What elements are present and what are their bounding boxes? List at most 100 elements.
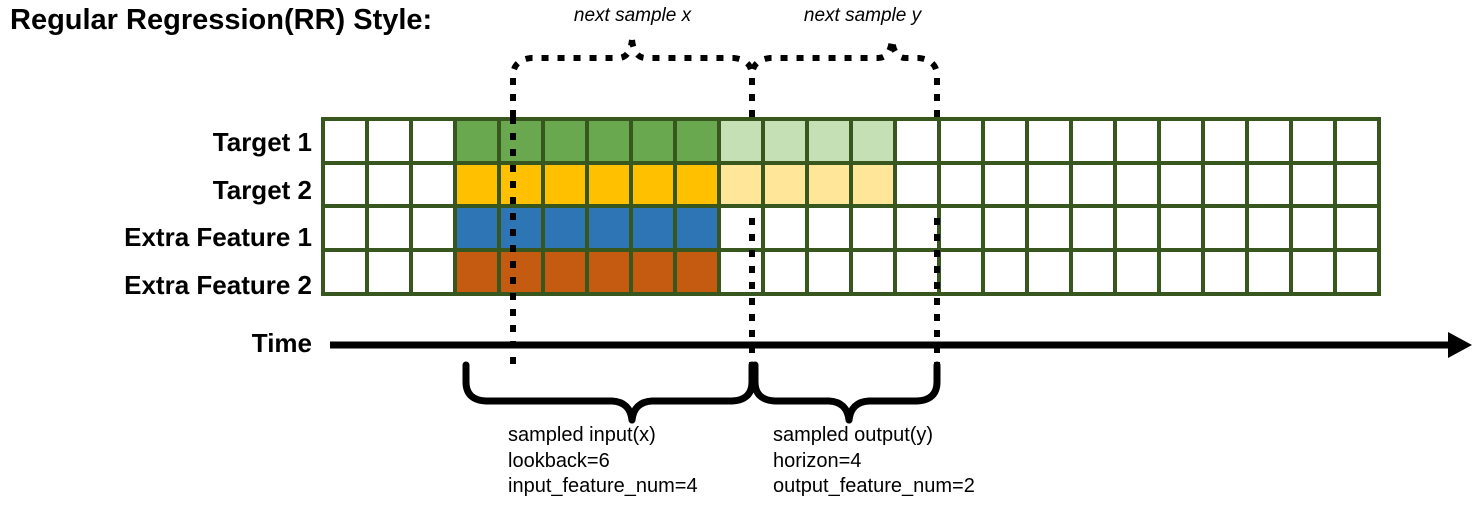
grid-cell-input	[585, 204, 633, 253]
grid-cell-empty	[1157, 204, 1205, 253]
timeline-row-2	[321, 160, 1381, 209]
grid-cell-empty	[1201, 160, 1249, 209]
timeline-row-4	[321, 248, 1381, 296]
grid-cell-empty	[1025, 160, 1073, 209]
timeline-row-3	[321, 204, 1381, 253]
grid-cell-empty	[1201, 204, 1249, 253]
grid-cell-input	[497, 248, 545, 296]
grid-cell-empty	[1069, 160, 1117, 209]
grid-cell-empty	[1157, 248, 1205, 296]
grid-cell-empty	[1025, 204, 1073, 253]
grid-cell-empty	[981, 160, 1029, 209]
sampled-input-caption: sampled input(x) lookback=6 input_featur…	[508, 424, 698, 498]
timeline-grid	[321, 117, 1381, 296]
grid-cell-empty	[321, 117, 369, 165]
dotted-brace-next-sample-x	[510, 39, 755, 117]
grid-cell-input	[453, 160, 501, 209]
grid-cell-input	[541, 160, 589, 209]
grid-cell-empty	[1289, 204, 1337, 253]
grid-cell-empty	[849, 248, 897, 296]
grid-cell-empty	[893, 117, 941, 165]
grid-cell-input	[673, 117, 721, 165]
grid-cell-empty	[365, 117, 413, 165]
grid-cell-empty	[321, 160, 369, 209]
grid-cell-empty	[805, 248, 853, 296]
grid-cell-input	[629, 248, 677, 296]
page-title: Regular Regression(RR) Style:	[10, 4, 433, 36]
grid-cell-empty	[937, 160, 985, 209]
grid-cell-empty	[761, 248, 809, 296]
grid-cell-output	[805, 117, 853, 165]
grid-cell-empty	[1333, 248, 1381, 296]
grid-cell-output	[805, 160, 853, 209]
grid-cell-empty	[1025, 248, 1073, 296]
dotted-brace-next-sample-y	[749, 39, 940, 117]
grid-cell-output	[849, 160, 897, 209]
grid-cell-empty	[1201, 117, 1249, 165]
grid-cell-empty	[409, 248, 457, 296]
grid-cell-empty	[849, 204, 897, 253]
grid-cell-input	[585, 160, 633, 209]
row-label-target-2: Target 2	[212, 175, 312, 205]
grid-cell-empty	[981, 204, 1029, 253]
grid-cell-input	[541, 117, 589, 165]
grid-cell-input	[497, 160, 545, 209]
grid-cell-empty	[1113, 204, 1161, 253]
grid-cell-output	[761, 117, 809, 165]
grid-cell-empty	[321, 248, 369, 296]
grid-cell-empty	[1069, 117, 1117, 165]
grid-cell-input	[497, 117, 545, 165]
grid-cell-empty	[937, 117, 985, 165]
grid-cell-empty	[1069, 248, 1117, 296]
grid-cell-empty	[1245, 160, 1293, 209]
grid-cell-input	[585, 117, 633, 165]
grid-cell-empty	[937, 248, 985, 296]
grid-cell-empty	[409, 204, 457, 253]
grid-cell-empty	[1025, 117, 1073, 165]
grid-cell-empty	[893, 204, 941, 253]
grid-cell-empty	[805, 204, 853, 253]
grid-cell-empty	[1113, 160, 1161, 209]
grid-cell-input	[673, 248, 721, 296]
grid-cell-output	[717, 117, 765, 165]
grid-cell-empty	[1333, 117, 1381, 165]
grid-cell-empty	[761, 204, 809, 253]
grid-cell-output	[761, 160, 809, 209]
grid-cell-empty	[981, 117, 1029, 165]
grid-cell-input	[629, 160, 677, 209]
grid-cell-empty	[937, 204, 985, 253]
grid-cell-empty	[365, 160, 413, 209]
grid-cell-input	[453, 248, 501, 296]
grid-cell-empty	[1157, 117, 1205, 165]
row-label-group: Target 1 Target 2 Extra Feature 1 Extra …	[40, 117, 312, 308]
timeline-row-1	[321, 117, 1381, 165]
grid-cell-empty	[1289, 248, 1337, 296]
grid-cell-output	[849, 117, 897, 165]
grid-cell-empty	[1113, 117, 1161, 165]
grid-cell-input	[673, 204, 721, 253]
grid-cell-input	[541, 248, 589, 296]
grid-cell-empty	[717, 248, 765, 296]
grid-cell-output	[717, 160, 765, 209]
grid-cell-input	[497, 204, 545, 253]
grid-cell-input	[453, 117, 501, 165]
grid-cell-empty	[1333, 160, 1381, 209]
label-next-sample-x: next sample x	[573, 5, 692, 26]
grid-cell-input	[629, 117, 677, 165]
grid-cell-empty	[981, 248, 1029, 296]
time-axis-label: Time	[251, 328, 312, 358]
grid-cell-input	[673, 160, 721, 209]
row-label-extra-feature-1: Extra Feature 1	[124, 222, 312, 252]
row-label-target-1: Target 1	[212, 127, 312, 157]
row-label-extra-feature-2: Extra Feature 2	[124, 270, 312, 300]
solid-brace-sampled-output	[751, 361, 941, 424]
grid-cell-empty	[1157, 160, 1205, 209]
grid-cell-empty	[893, 160, 941, 209]
grid-cell-empty	[1289, 160, 1337, 209]
grid-cell-empty	[1245, 248, 1293, 296]
grid-cell-empty	[1201, 248, 1249, 296]
sampled-output-caption: sampled output(y) horizon=4 output_featu…	[773, 424, 975, 498]
grid-cell-input	[585, 248, 633, 296]
grid-cell-empty	[893, 248, 941, 296]
